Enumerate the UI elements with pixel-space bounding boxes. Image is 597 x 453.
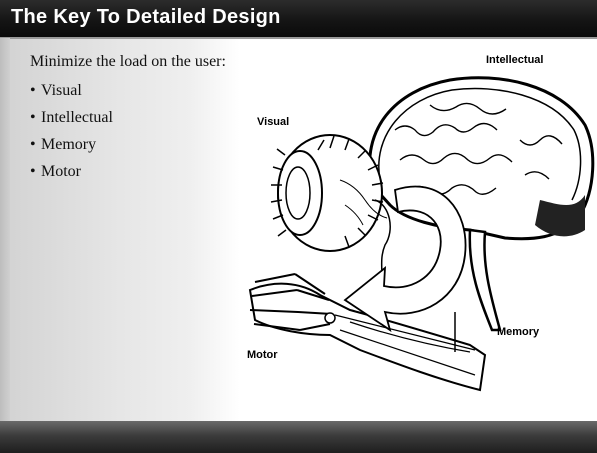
label-memory: Memory — [497, 326, 539, 338]
bullet-memory: •Memory — [30, 136, 113, 163]
bullet-intellectual: •Intellectual — [30, 109, 113, 136]
label-visual: Visual — [257, 116, 289, 128]
bullet-dot: • — [30, 136, 41, 154]
footer-bar — [0, 421, 597, 453]
bullet-motor: •Motor — [30, 163, 113, 190]
left-margin-band — [0, 38, 10, 421]
label-intellectual: Intellectual — [486, 54, 543, 66]
label-motor: Motor — [247, 349, 278, 361]
bullet-label: Visual — [41, 82, 82, 99]
eye-icon — [271, 135, 390, 292]
slide-title: The Key To Detailed Design — [11, 6, 281, 29]
bullet-dot: • — [30, 82, 41, 100]
bullet-list: •Visual •Intellectual •Memory •Motor — [30, 82, 113, 190]
bullet-label: Motor — [41, 163, 81, 180]
bullet-dot: • — [30, 109, 41, 127]
bullet-label: Memory — [41, 136, 96, 153]
intro-text: Minimize the load on the user: — [30, 53, 226, 71]
brain-eye-hand-illustration — [230, 60, 597, 405]
bullet-visual: •Visual — [30, 82, 113, 109]
bullet-label: Intellectual — [41, 109, 113, 126]
bullet-dot: • — [30, 163, 41, 181]
title-bar: The Key To Detailed Design — [0, 0, 597, 39]
